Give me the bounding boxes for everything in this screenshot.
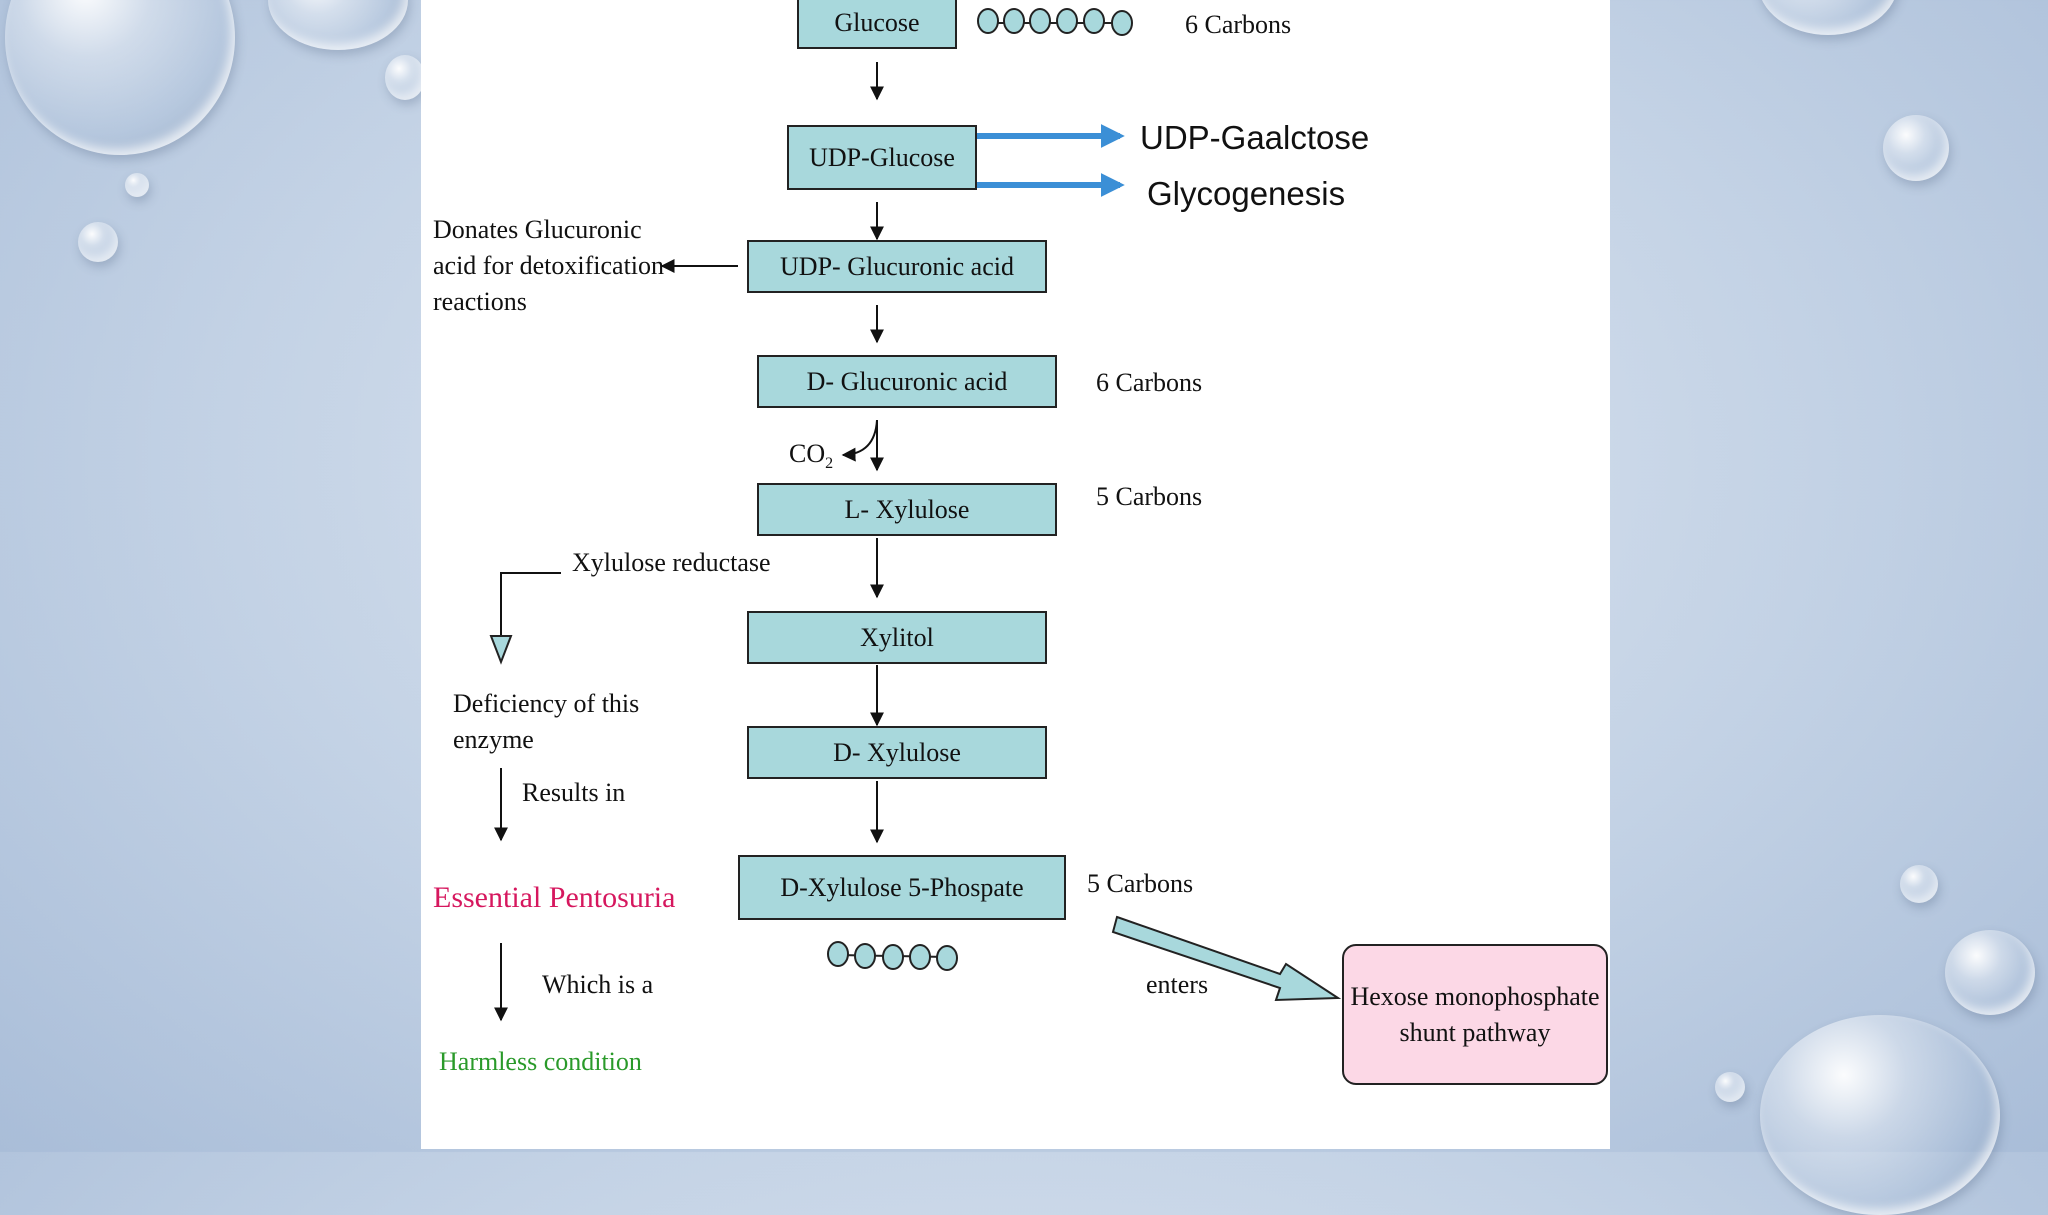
water-drop-decoration bbox=[1945, 930, 2035, 1015]
node-xylitol: Xylitol bbox=[747, 611, 1047, 664]
label-co2-text: CO bbox=[789, 439, 826, 468]
label-glycogenesis: Glycogenesis bbox=[1147, 175, 1346, 212]
label-co2: CO2 bbox=[789, 436, 833, 482]
node-udp-glucuronic-acid: UDP- Glucuronic acid bbox=[747, 240, 1047, 293]
label-5-carbons-phosphate: 5 Carbons bbox=[1087, 869, 1194, 898]
water-drop-decoration bbox=[5, 0, 235, 155]
label-donates-line3: reactions bbox=[433, 287, 527, 316]
node-udp-glucose: UDP-Glucose bbox=[787, 125, 977, 190]
hmp-label-line1: Hexose monophosphate bbox=[1350, 981, 1600, 1011]
label-co2-subscript: 2 bbox=[825, 455, 834, 472]
node-hmp-shunt: Hexose monophosphate shunt pathway bbox=[1342, 944, 1608, 1085]
hmp-label-line2: shunt pathway bbox=[1399, 1017, 1551, 1047]
water-drop-decoration bbox=[268, 0, 408, 50]
label-deficiency-line1: Deficiency of this bbox=[453, 689, 640, 718]
water-drop-decoration bbox=[1900, 865, 1938, 903]
label-donates-line2: acid for detoxification bbox=[433, 251, 665, 280]
water-drop-decoration bbox=[125, 173, 149, 197]
node-d-xylulose-5-phosphate: D-Xylulose 5-Phospate bbox=[738, 855, 1066, 920]
label-essential-pentosuria: Essential Pentosuria bbox=[433, 881, 676, 914]
label-donates-line1: Donates Glucuronic bbox=[433, 215, 642, 244]
node-d-glucuronic-acid: D- Glucuronic acid bbox=[757, 355, 1057, 408]
water-drop-decoration bbox=[1883, 115, 1949, 181]
label-results-in: Results in bbox=[522, 778, 626, 807]
node-l-xylulose: L- Xylulose bbox=[757, 483, 1057, 536]
label-6-carbons-glucose: 6 Carbons bbox=[1185, 10, 1292, 39]
label-udp-galactose: UDP-Gaalctose bbox=[1140, 119, 1370, 156]
label-deficiency-line2: enzyme bbox=[453, 725, 534, 754]
label-5-carbons-xylulose: 5 Carbons bbox=[1096, 482, 1203, 511]
label-enters: enters bbox=[1146, 970, 1209, 999]
node-d-xylulose: D- Xylulose bbox=[747, 726, 1047, 779]
water-drop-decoration bbox=[1758, 0, 1898, 35]
water-drop-decoration bbox=[1760, 1015, 2000, 1215]
label-xylulose-reductase: Xylulose reductase bbox=[572, 548, 771, 577]
label-which-is-a: Which is a bbox=[542, 970, 654, 999]
label-harmless-condition: Harmless condition bbox=[439, 1047, 642, 1076]
water-drop-decoration bbox=[385, 55, 425, 100]
label-6-carbons-glucuronic: 6 Carbons bbox=[1096, 368, 1203, 397]
water-drop-decoration bbox=[78, 222, 118, 262]
water-drop-decoration bbox=[1715, 1072, 1745, 1102]
node-glucose: Glucose bbox=[797, 0, 957, 49]
